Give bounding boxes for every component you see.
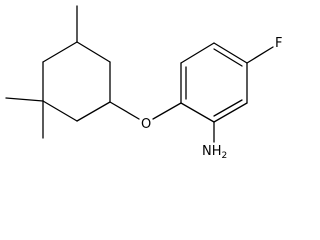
amine-h-label: H bbox=[212, 144, 222, 159]
bond-aryl-c5-c6 bbox=[213, 102, 248, 123]
bond-aryl-c2-c3 bbox=[180, 42, 215, 64]
bond-aryl-to-fluorine bbox=[246, 46, 274, 64]
bond-aryl-c5-c6-inner bbox=[213, 99, 243, 117]
oxygen-label: O bbox=[141, 117, 151, 132]
bond-ring-c6-c1 bbox=[42, 41, 78, 63]
bond-oxygen-to-aryl bbox=[152, 102, 182, 120]
substituents bbox=[213, 46, 274, 143]
bond-gem-methyl-left bbox=[5, 97, 44, 102]
amine-label: NH2 bbox=[202, 144, 227, 161]
cyclohexane-ring bbox=[42, 41, 111, 122]
amine-h-subscript: 2 bbox=[222, 151, 228, 161]
methyl-groups bbox=[5, 5, 78, 139]
chemical-structure: F O NH2 bbox=[5, 5, 282, 161]
fluorine-label: F bbox=[275, 36, 282, 51]
bond-aryl-c3-c4 bbox=[213, 42, 248, 64]
bond-ring-c4-c5 bbox=[42, 100, 78, 122]
bond-aryl-c6-c1 bbox=[180, 102, 215, 123]
bond-ring-c1-c2 bbox=[76, 41, 111, 63]
benzene-ring bbox=[180, 42, 248, 123]
bond-aryl-c3-c4-inner bbox=[213, 48, 243, 67]
amine-n-label: N bbox=[202, 144, 212, 159]
ether-linkage bbox=[109, 101, 182, 120]
bond-ring-c3-c4 bbox=[76, 101, 111, 122]
bond-ring-to-oxygen bbox=[109, 101, 140, 120]
